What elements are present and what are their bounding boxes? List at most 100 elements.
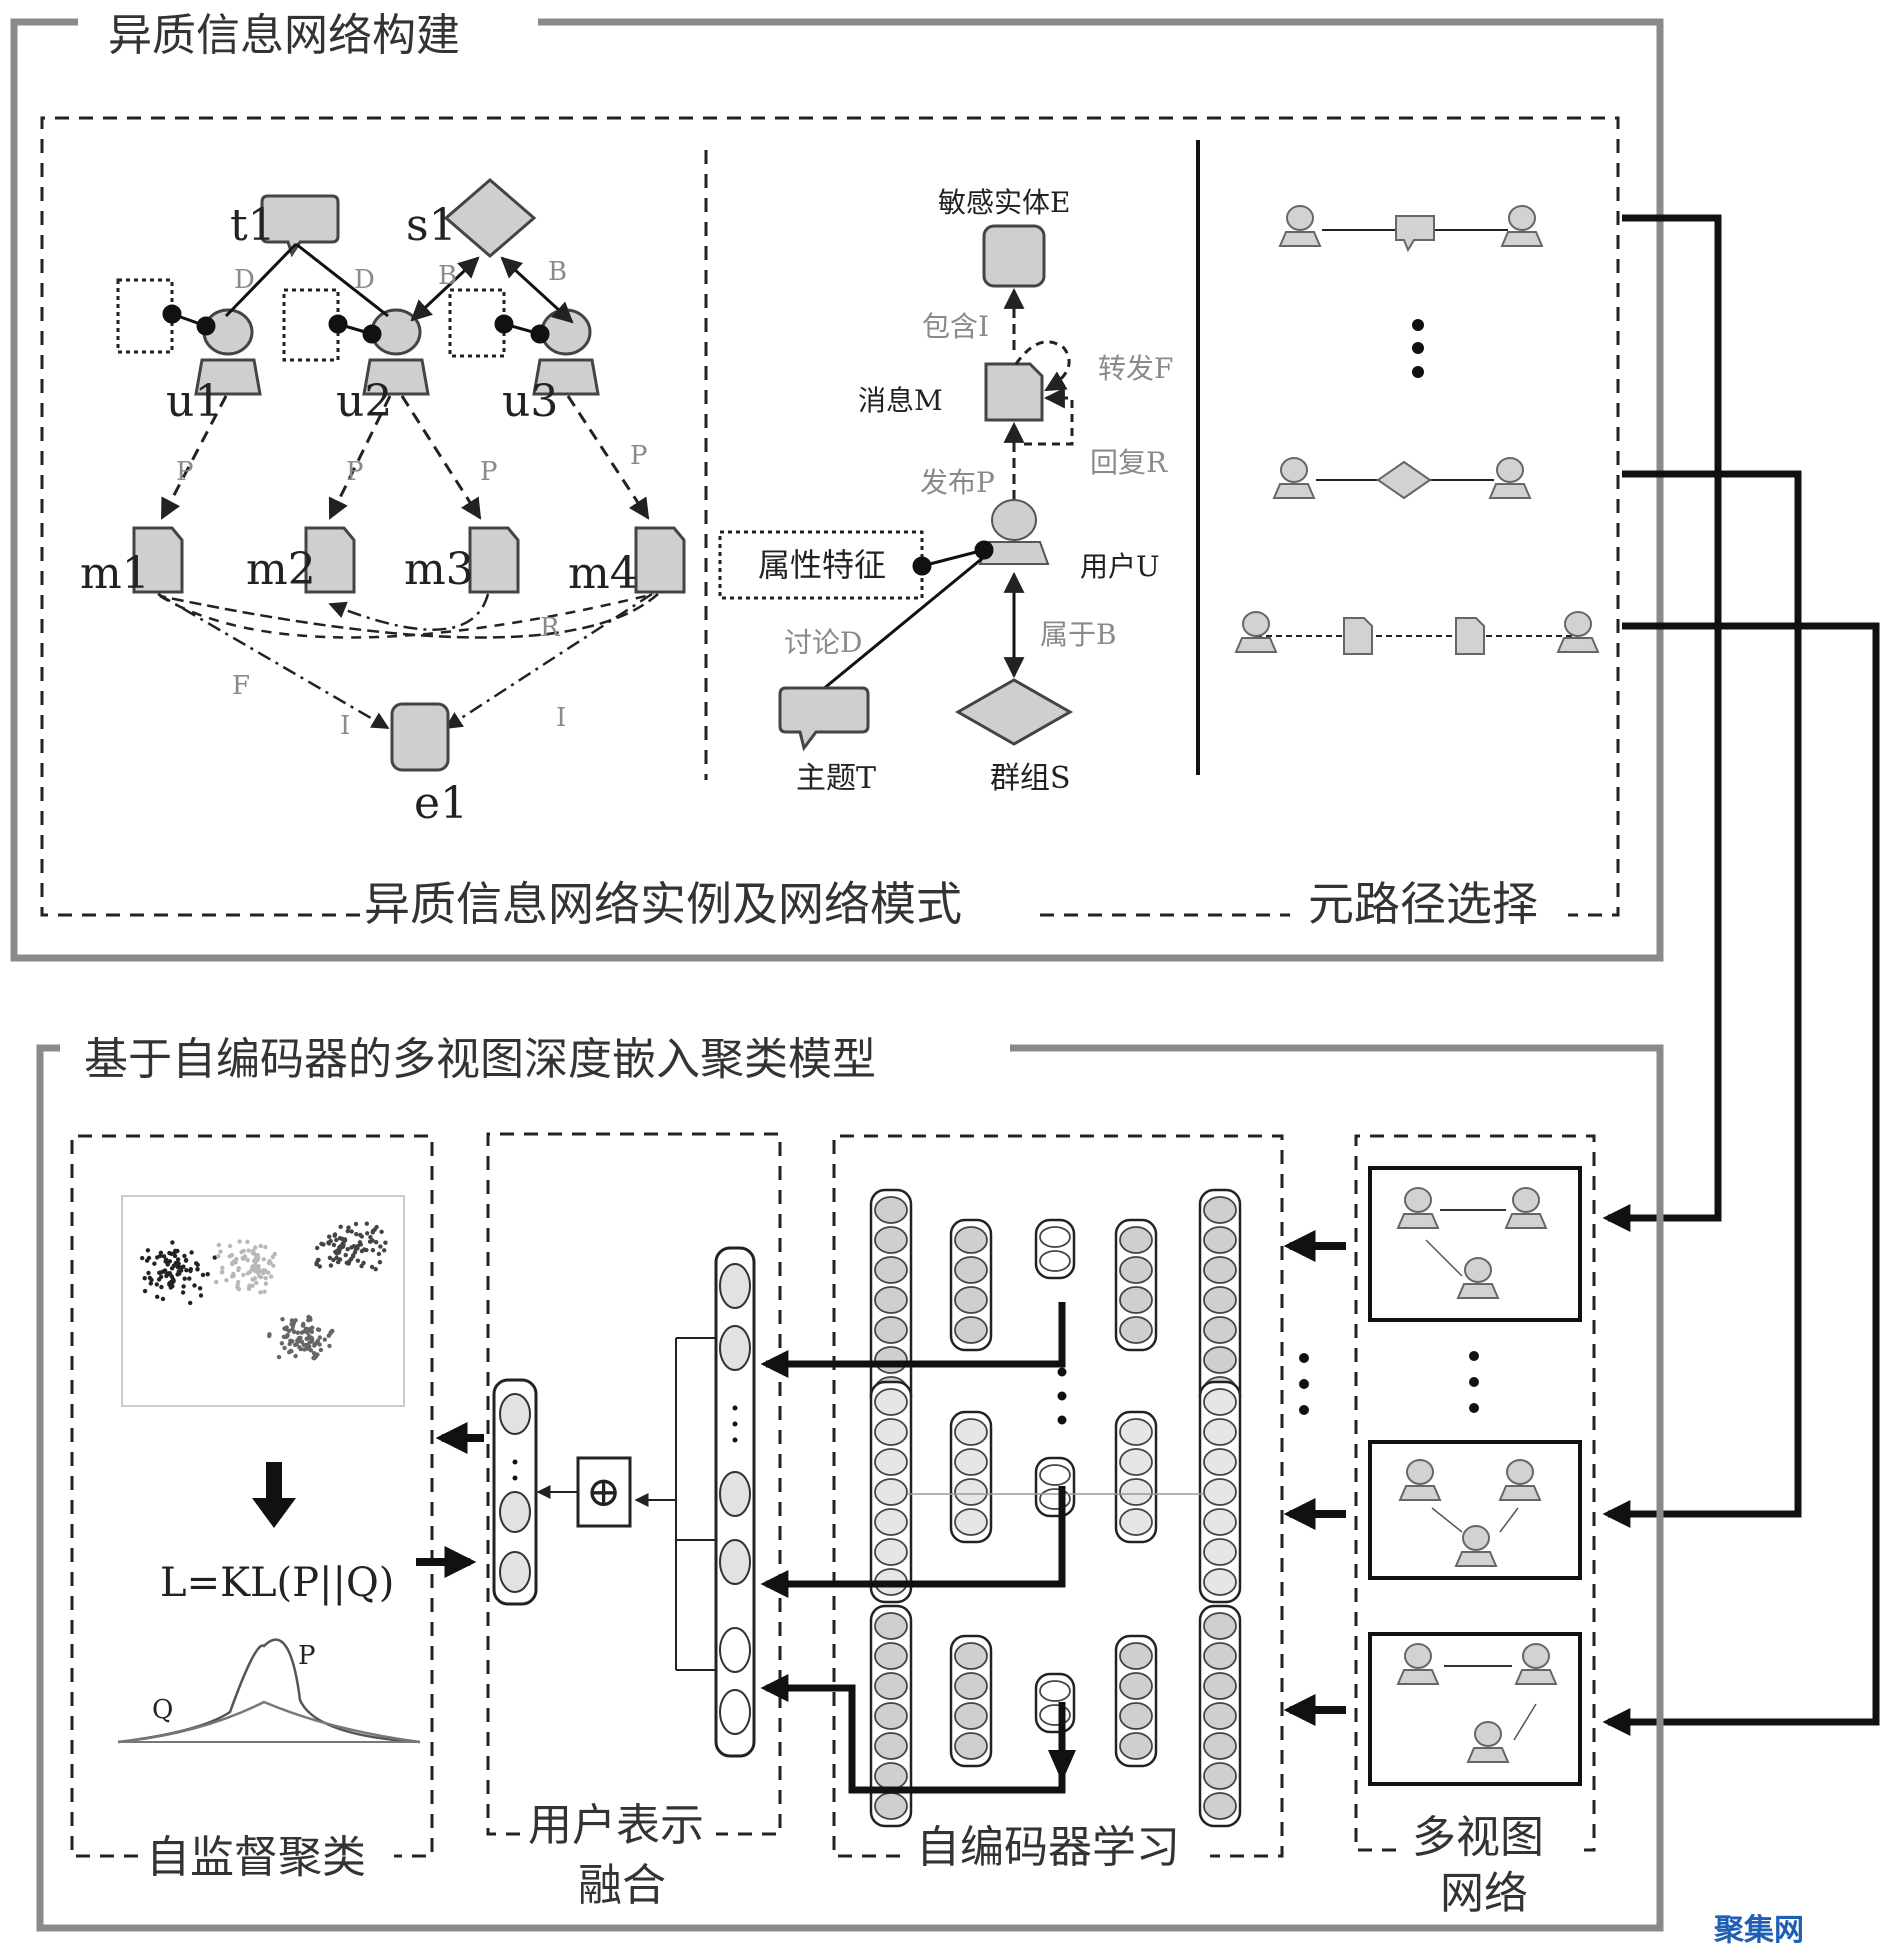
scatter-point [355,1246,360,1251]
ae-neuron [1119,1316,1153,1344]
ae-neuron [1039,1464,1071,1486]
scatter-point [184,1268,189,1273]
top-panel-frame [10,18,1664,962]
ae-neuron [874,1256,908,1284]
edge-label-f: F [232,671,250,701]
multiview-networks [1368,1166,1582,1786]
ae-neuron [1203,1346,1237,1374]
schema-belong-label: 属于B [1040,618,1117,651]
scatter-point [158,1274,164,1280]
ae-neuron [874,1538,908,1566]
ae-neuron [1119,1448,1153,1476]
scatter-point [317,1335,322,1340]
scatter-point [235,1283,240,1288]
label-m4: m4 [568,548,638,599]
scatter-point [250,1277,255,1282]
instance-caption: 异质信息网络实例及网络模式 [364,877,962,931]
ae-neuron [1203,1316,1237,1344]
scatter-point [212,1255,217,1260]
edge-label-p2: P [346,457,364,487]
scatter-point [157,1253,163,1259]
scatter-point [182,1276,187,1281]
scatter-point [349,1229,354,1234]
scatter-point [349,1245,354,1250]
ae-neuron [954,1418,988,1446]
scatter-point [181,1284,186,1289]
scatter-point [268,1260,273,1265]
scatter-point [316,1327,322,1333]
ae-neuron [1203,1388,1237,1416]
scatter-point [173,1260,179,1266]
scatter-point [353,1221,359,1227]
scatter-point [220,1265,225,1271]
ae-neuron [874,1418,908,1446]
scatter-point [327,1234,332,1239]
ae-neuron [954,1478,988,1506]
scatter-point [271,1263,276,1268]
label-t1: t1 [230,200,276,251]
ae-neuron [874,1732,908,1760]
scatter-point [337,1257,343,1262]
scatter-point [258,1290,263,1295]
scatter-point [359,1248,365,1254]
entity-node-e1 [390,702,450,772]
scatter-point [338,1224,343,1230]
clustering-caption: 自监督聚类 [146,1832,366,1883]
label-m3: m3 [404,544,474,595]
scatter-point [293,1353,298,1359]
message-node-m3 [468,526,520,594]
ae-neuron [1203,1702,1237,1730]
scatter-point [364,1247,369,1253]
scatter-point [331,1242,337,1248]
scatter-point [175,1257,181,1262]
scatter-point [322,1337,327,1342]
scatter-point [330,1328,335,1334]
scatter-point [279,1341,285,1346]
scatter-point [188,1300,193,1306]
autoencoder-networks [869,1188,1242,1828]
schema-forward-label: 转发F [1098,352,1173,385]
scatter-point [161,1254,167,1259]
ae-neuron [954,1226,988,1254]
scatter-point [359,1263,364,1269]
scatter-point [157,1270,162,1276]
scatter-point [253,1258,258,1263]
ae-neuron [1203,1792,1237,1820]
down-arrow [252,1462,296,1528]
group-node-s1 [443,178,537,258]
loss-formula: L=KL(P||Q) [160,1560,394,1606]
schema-group-label: 群组S [990,761,1071,796]
scatter-point [368,1235,373,1240]
scatter-point [293,1318,298,1323]
schema-entity-label: 敏感实体E [938,186,1070,219]
topic-node-t1 [260,194,340,258]
scatter-point [170,1279,175,1284]
scatter-point [172,1249,178,1255]
autoencoder-caption: 自编码器学习 [916,1822,1180,1873]
scatter-point [227,1254,232,1259]
label-u3: u3 [502,376,558,427]
scatter-point [326,1240,331,1245]
ae-neuron [1039,1226,1071,1248]
scatter-point [314,1262,319,1267]
scatter-point [280,1317,285,1322]
scatter-point [263,1281,269,1286]
scatter-point [216,1242,221,1248]
scatter-point [149,1277,154,1283]
ae-neuron [874,1508,908,1536]
scatter-point [146,1270,151,1276]
scatter-point [305,1346,310,1351]
schema-entity-node [982,224,1046,288]
scatter-point [327,1255,333,1261]
scatter-point [295,1330,300,1335]
scatter-point [198,1293,204,1298]
ae-neuron [874,1792,908,1820]
ae-neuron [1203,1508,1237,1536]
scatter-point [254,1280,259,1286]
ae-neuron [874,1196,908,1224]
scatter-point [365,1231,370,1236]
multiview-frame [1354,1134,1596,1852]
scatter-point [200,1272,206,1278]
autoencoder-output-arrows [760,1302,1066,1794]
scatter-point [298,1335,303,1341]
